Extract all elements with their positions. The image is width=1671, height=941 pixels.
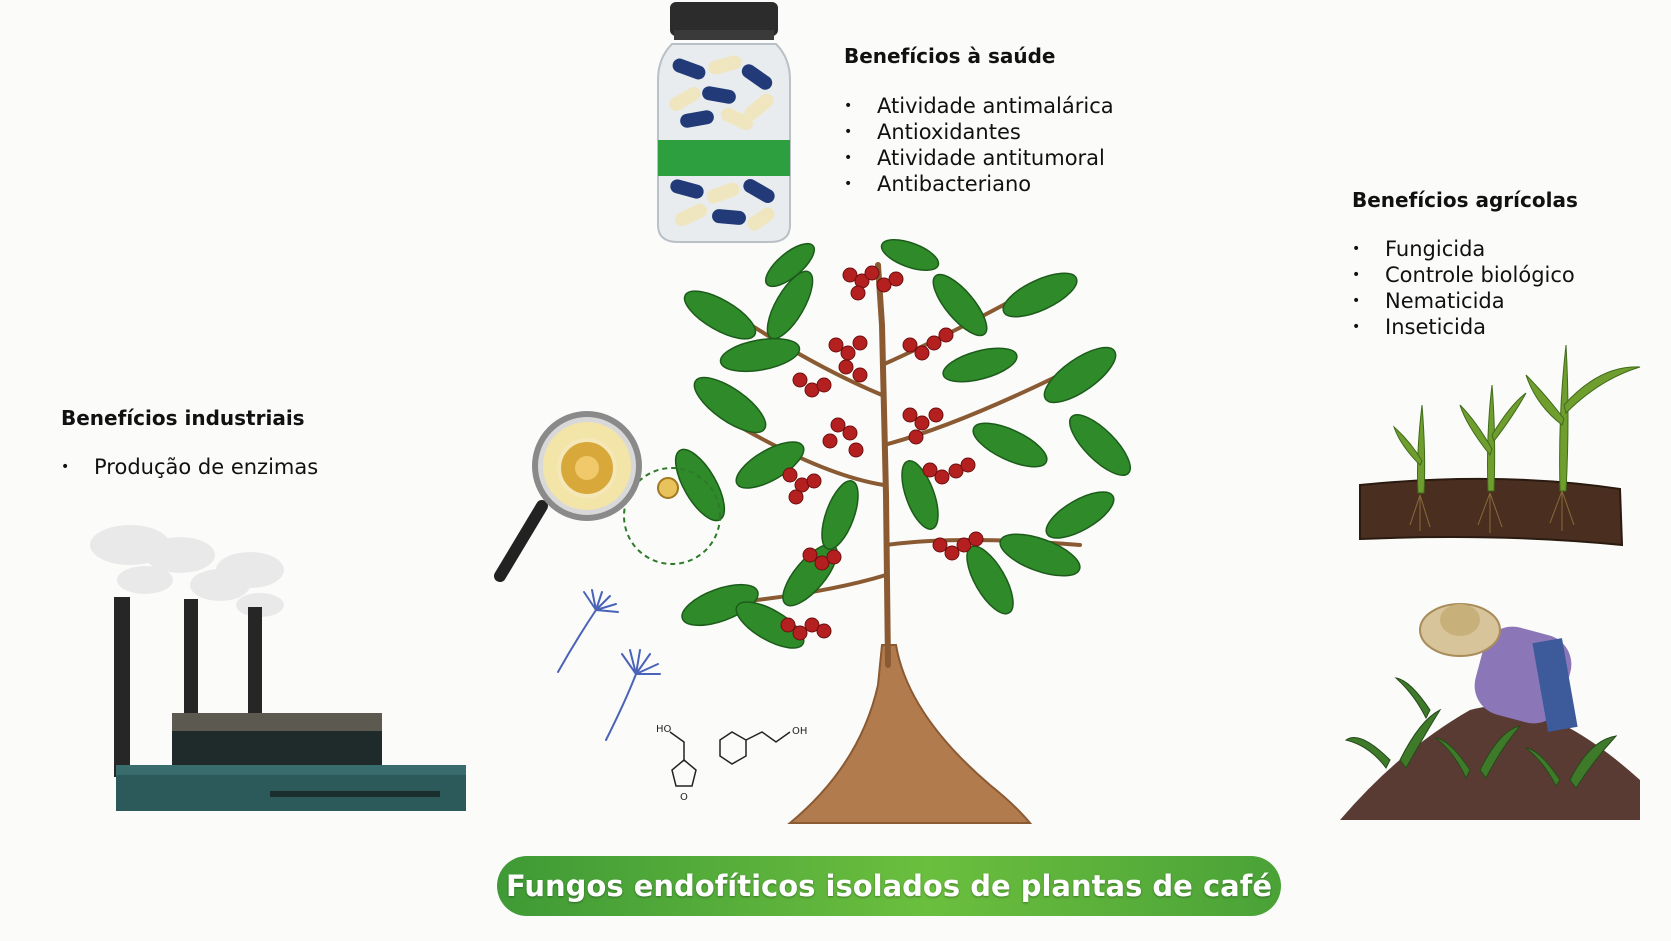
list-item: Produção de enzimas (61, 454, 318, 480)
agricultural-benefits-heading: Benefícios agrícolas (1352, 188, 1578, 212)
title-banner: Fungos endofíticos isolados de plantas d… (497, 856, 1281, 916)
list-item: Atividade antitumoral (844, 145, 1114, 171)
list-item: Nematicida (1352, 288, 1578, 314)
fungus-spore-icon (557, 589, 661, 741)
list-item: Antioxidantes (844, 119, 1114, 145)
factory-icon (90, 525, 466, 811)
industrial-benefits-section: Benefícios industriais Produção de enzim… (61, 406, 318, 480)
list-item: Controle biológico (1352, 262, 1578, 288)
agricultural-benefits-section: Benefícios agrícolas Fungicida Controle … (1352, 188, 1578, 340)
list-item: Atividade antimalárica (844, 93, 1114, 119)
health-benefits-heading: Benefícios à saúde (844, 44, 1056, 68)
molecule-label: OH (792, 726, 807, 737)
farmer-icon (1340, 603, 1640, 820)
pill-bottle-icon (657, 2, 791, 243)
list-item: Antibacteriano (844, 171, 1114, 197)
industrial-benefits-list: Produção de enzimas (61, 454, 318, 480)
magnifier-icon (494, 411, 721, 582)
seedlings-icon (1359, 344, 1641, 547)
list-item: Fungicida (1352, 236, 1578, 262)
list-item: Inseticida (1352, 314, 1578, 340)
coffee-plant-icon (674, 239, 1131, 824)
health-benefits-list: Atividade antimalárica Antioxidantes Ati… (844, 93, 1114, 197)
industrial-benefits-heading: Benefícios industriais (61, 406, 305, 430)
molecule-label: O (680, 792, 688, 803)
agricultural-benefits-list: Fungicida Controle biológico Nematicida … (1352, 236, 1578, 340)
molecule-icon: HO OH O (656, 724, 807, 803)
molecule-label: HO (656, 724, 672, 735)
health-benefits-section: Benefícios à saúde Atividade antimaláric… (844, 44, 1114, 197)
